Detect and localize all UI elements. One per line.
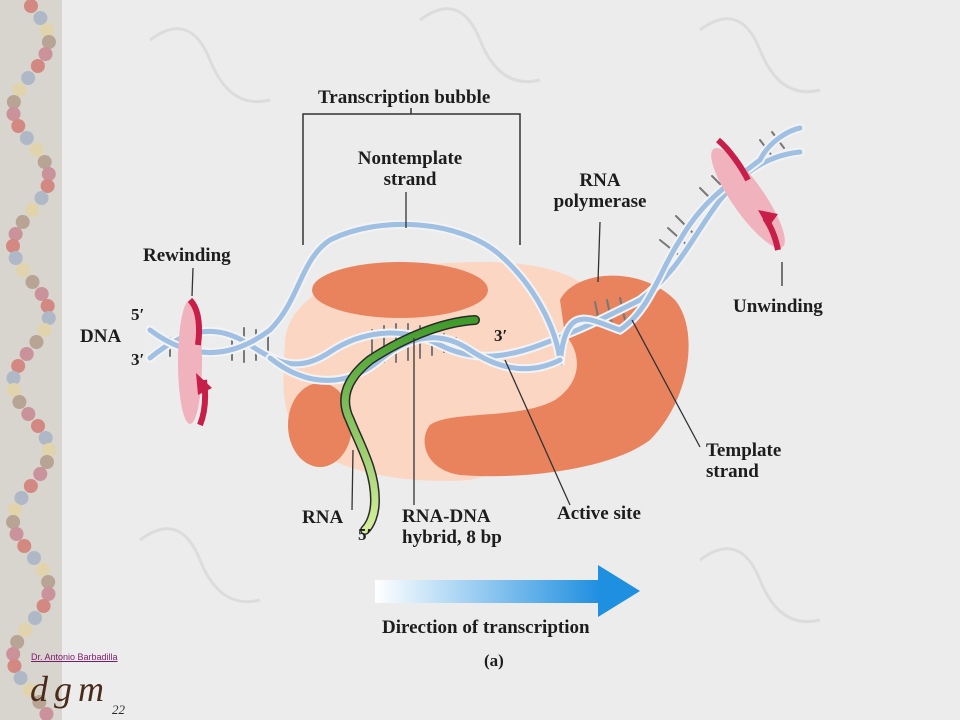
rna-polymerase-enzyme bbox=[283, 261, 689, 481]
leader-lines bbox=[191, 192, 783, 511]
unwinding-label: Unwinding bbox=[733, 296, 823, 317]
template-label-line2: strand bbox=[706, 461, 759, 482]
hybrid-label-line2: hybrid, 8 bp bbox=[402, 527, 502, 548]
transcription-bubble-bracket bbox=[302, 108, 521, 245]
rna-polymerase-label-line1: RNA bbox=[579, 170, 621, 191]
rewinding-rotation-arrow bbox=[178, 297, 212, 427]
rna-polymerase-label: RNA polymerase bbox=[540, 170, 660, 212]
nontemplate-label-line2: strand bbox=[383, 169, 437, 190]
rna-label: RNA bbox=[302, 507, 344, 528]
active-site-label: Active site bbox=[557, 503, 641, 524]
dna-border-decoration bbox=[0, 0, 62, 720]
rna-dna-hybrid-label: RNA-DNA hybrid, 8 bp bbox=[402, 506, 502, 548]
dna-helix bbox=[145, 123, 805, 385]
author-link[interactable]: Dr. Antonio Barbadilla bbox=[31, 652, 118, 662]
template-strand-label: Template strand bbox=[706, 440, 781, 482]
dgm-logo: dgm bbox=[30, 669, 110, 709]
rna-strand bbox=[340, 315, 480, 535]
dna-label: DNA bbox=[80, 326, 122, 347]
nontemplate-strand-label: Nontemplate strand bbox=[340, 148, 480, 190]
background-watermark bbox=[139, 7, 821, 624]
transcription-bubble-label: Transcription bubble bbox=[318, 87, 491, 108]
five-prime-rna-label: 5′ bbox=[358, 525, 372, 544]
hybrid-label-line1: RNA-DNA bbox=[402, 506, 491, 527]
rna-polymerase-label-line2: polymerase bbox=[553, 191, 647, 212]
template-label-line1: Template bbox=[706, 440, 782, 461]
unwinding-rotation-arrow bbox=[711, 137, 785, 251]
direction-arrow bbox=[375, 565, 640, 617]
page-number: 22 bbox=[112, 702, 125, 717]
five-prime-top-label: 5′ bbox=[131, 305, 145, 324]
rewinding-label: Rewinding bbox=[143, 245, 231, 266]
panel-label: (a) bbox=[484, 651, 504, 670]
three-prime-rna-label: 3′ bbox=[494, 326, 508, 345]
direction-label: Direction of transcription bbox=[382, 617, 590, 638]
nontemplate-label-line1: Nontemplate bbox=[357, 148, 463, 169]
three-prime-bottom-label: 3′ bbox=[131, 350, 145, 369]
